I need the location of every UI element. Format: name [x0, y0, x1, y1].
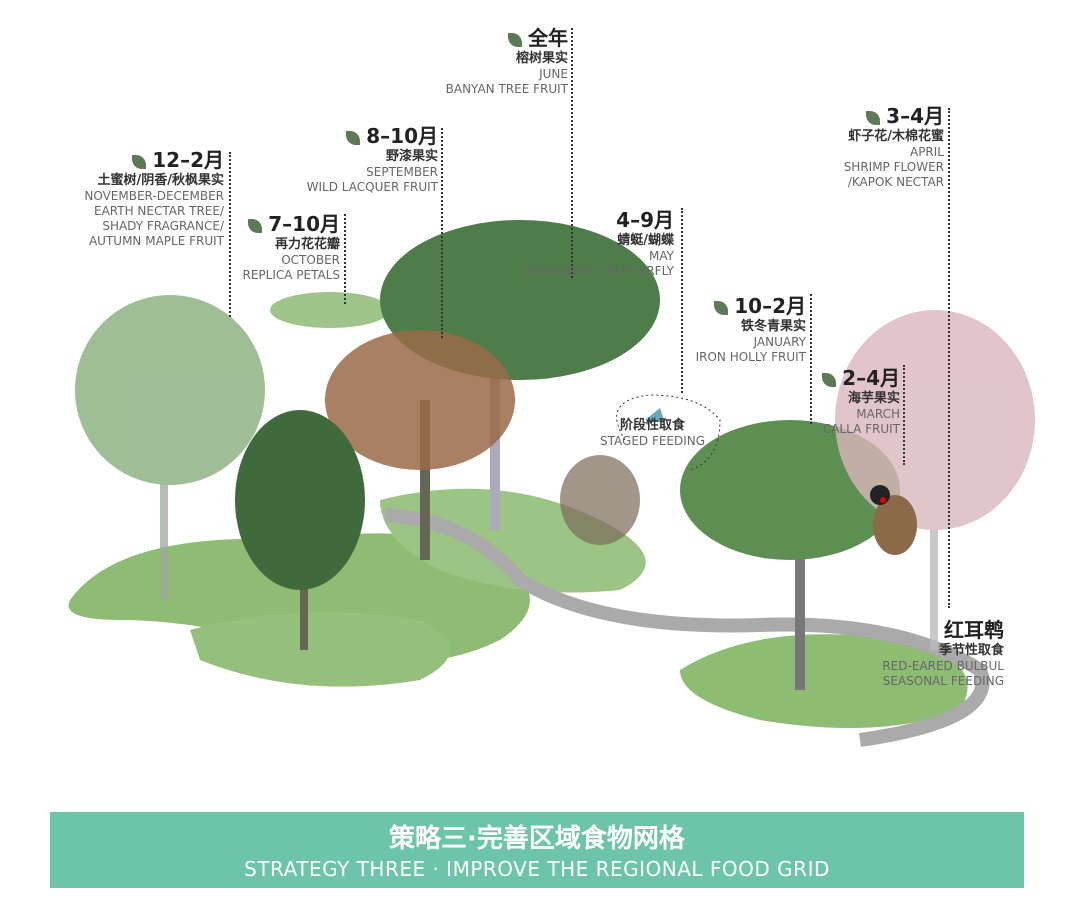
english-month: MAY — [649, 249, 674, 264]
leaf-icon — [508, 32, 522, 47]
staged-feeding-en: STAGED FEEDING — [600, 434, 706, 449]
banner-subtitle: STRATEGY THREE · IMPROVE THE REGIONAL FO… — [244, 857, 830, 881]
months: 3–4月 — [886, 104, 944, 128]
flower-icon — [866, 110, 881, 125]
leader-line — [681, 208, 683, 393]
english-month: OCTOBER — [281, 253, 340, 268]
english-name: DRAGONFLY / BUTTERFLY — [523, 264, 674, 279]
berry-icon — [346, 130, 361, 145]
months: 全年 — [528, 26, 568, 50]
banner-title: 策略三·完善区域食物网格 — [389, 824, 685, 854]
english-name: EARTH NECTAR TREE/ — [94, 204, 224, 219]
leader-line — [810, 294, 812, 424]
chinese-name: 蜻蜓/蝴蝶 — [617, 233, 674, 248]
english-month: JUNE — [539, 67, 568, 82]
english-month: JANUARY — [753, 335, 806, 350]
chinese-name: 土蜜树/阴香/秋枫果实 — [97, 173, 225, 188]
grass-patch — [680, 634, 968, 728]
flower-icon — [248, 218, 263, 233]
english-month: APRIL — [909, 145, 944, 160]
grass-patch — [270, 292, 390, 328]
leader-line — [441, 128, 443, 338]
bird-feeding-en: SEASONAL FEEDING — [882, 674, 1004, 689]
chinese-name: 野漆果实 — [385, 149, 438, 164]
food-label: 3–4月 虾子花/木棉花蜜 APRIL SHRIMP FLOWER /KAPOK… — [844, 104, 944, 190]
months: 12–2月 — [152, 148, 224, 172]
leaf-icon — [822, 372, 837, 387]
months: 7–10月 — [268, 212, 340, 236]
chinese-name: 海芋果实 — [847, 391, 900, 406]
bird-feeding-cn: 季节性取食 — [938, 643, 1004, 658]
english-month: SEPTEMBER — [366, 165, 438, 180]
strategy-banner: 策略三·完善区域食物网格 STRATEGY THREE · IMPROVE TH… — [50, 812, 1024, 888]
months: 10–2月 — [734, 294, 806, 318]
grass-patch — [190, 612, 450, 687]
tree — [835, 310, 1035, 650]
shrub — [560, 455, 640, 545]
english-name: IRON HOLLY FRUIT — [695, 350, 806, 365]
chinese-name: 再力花花瓣 — [274, 237, 340, 252]
chinese-name: 榕树果实 — [515, 51, 568, 66]
food-label: 2–4月 海芋果实 MARCH CALLA FRUIT — [822, 366, 900, 437]
tree — [235, 410, 365, 650]
english-name: REPLICA PETALS — [242, 268, 340, 283]
staged-feeding-label: 阶段性取食 STAGED FEEDING — [600, 418, 705, 449]
leader-line — [948, 108, 950, 608]
leaf-icon — [132, 154, 147, 169]
food-label: 12–2月 土蜜树/阴香/秋枫果实 NOVEMBER-DECEMBER EART… — [84, 148, 224, 249]
leader-line — [903, 365, 905, 465]
tree — [75, 295, 265, 600]
english-month: NOVEMBER-DECEMBER — [84, 189, 224, 204]
english-name: SHRIMP FLOWER — [843, 160, 944, 175]
leader-line — [229, 152, 231, 317]
staged-feeding-arrow — [616, 394, 721, 471]
bird-illustration — [870, 485, 917, 555]
english-name: AUTUMN MAPLE FRUIT — [88, 234, 224, 249]
tree — [325, 330, 515, 560]
butterfly-icon — [645, 408, 665, 423]
months: 8–10月 — [366, 124, 438, 148]
chinese-name: 虾子花/木棉花蜜 — [848, 129, 944, 144]
bird-name-en: RED-EARED BULBUL — [882, 659, 1004, 674]
path-walkway — [384, 508, 990, 747]
food-label: 4–9月 蜻蜓/蝴蝶 MAY DRAGONFLY / BUTTERFLY — [523, 208, 674, 279]
english-month: MARCH — [856, 407, 900, 422]
months: 4–9月 — [616, 208, 674, 232]
english-name: WILD LACQUER FRUIT — [306, 180, 438, 195]
food-label: 全年 榕树果实 JUNE BANYAN TREE FRUIT — [446, 26, 568, 97]
chinese-name: 铁冬青果实 — [740, 319, 806, 334]
bird-label: 红耳鹎 季节性取食 RED-EARED BULBUL SEASONAL FEED… — [882, 618, 1004, 689]
english-name: SHADY FRAGRANCE/ — [102, 219, 224, 234]
landscape-illustration — [68, 220, 1035, 747]
food-label: 10–2月 铁冬青果实 JANUARY IRON HOLLY FRUIT — [696, 294, 806, 365]
english-name: /KAPOK NECTAR — [847, 175, 944, 190]
food-label: 7–10月 再力花花瓣 OCTOBER REPLICA PETALS — [242, 212, 340, 283]
staged-feeding-cn: 阶段性取食 — [620, 418, 686, 433]
english-name: BANYAN TREE FRUIT — [445, 82, 568, 97]
months: 2–4月 — [842, 366, 900, 390]
english-name: CALLA FRUIT — [822, 422, 900, 437]
bird-name-cn: 红耳鹎 — [944, 618, 1004, 642]
food-label: 8–10月 野漆果实 SEPTEMBER WILD LACQUER FRUIT — [307, 124, 438, 195]
berry-icon — [714, 300, 729, 315]
leader-line — [571, 28, 573, 278]
leader-line — [344, 214, 346, 304]
